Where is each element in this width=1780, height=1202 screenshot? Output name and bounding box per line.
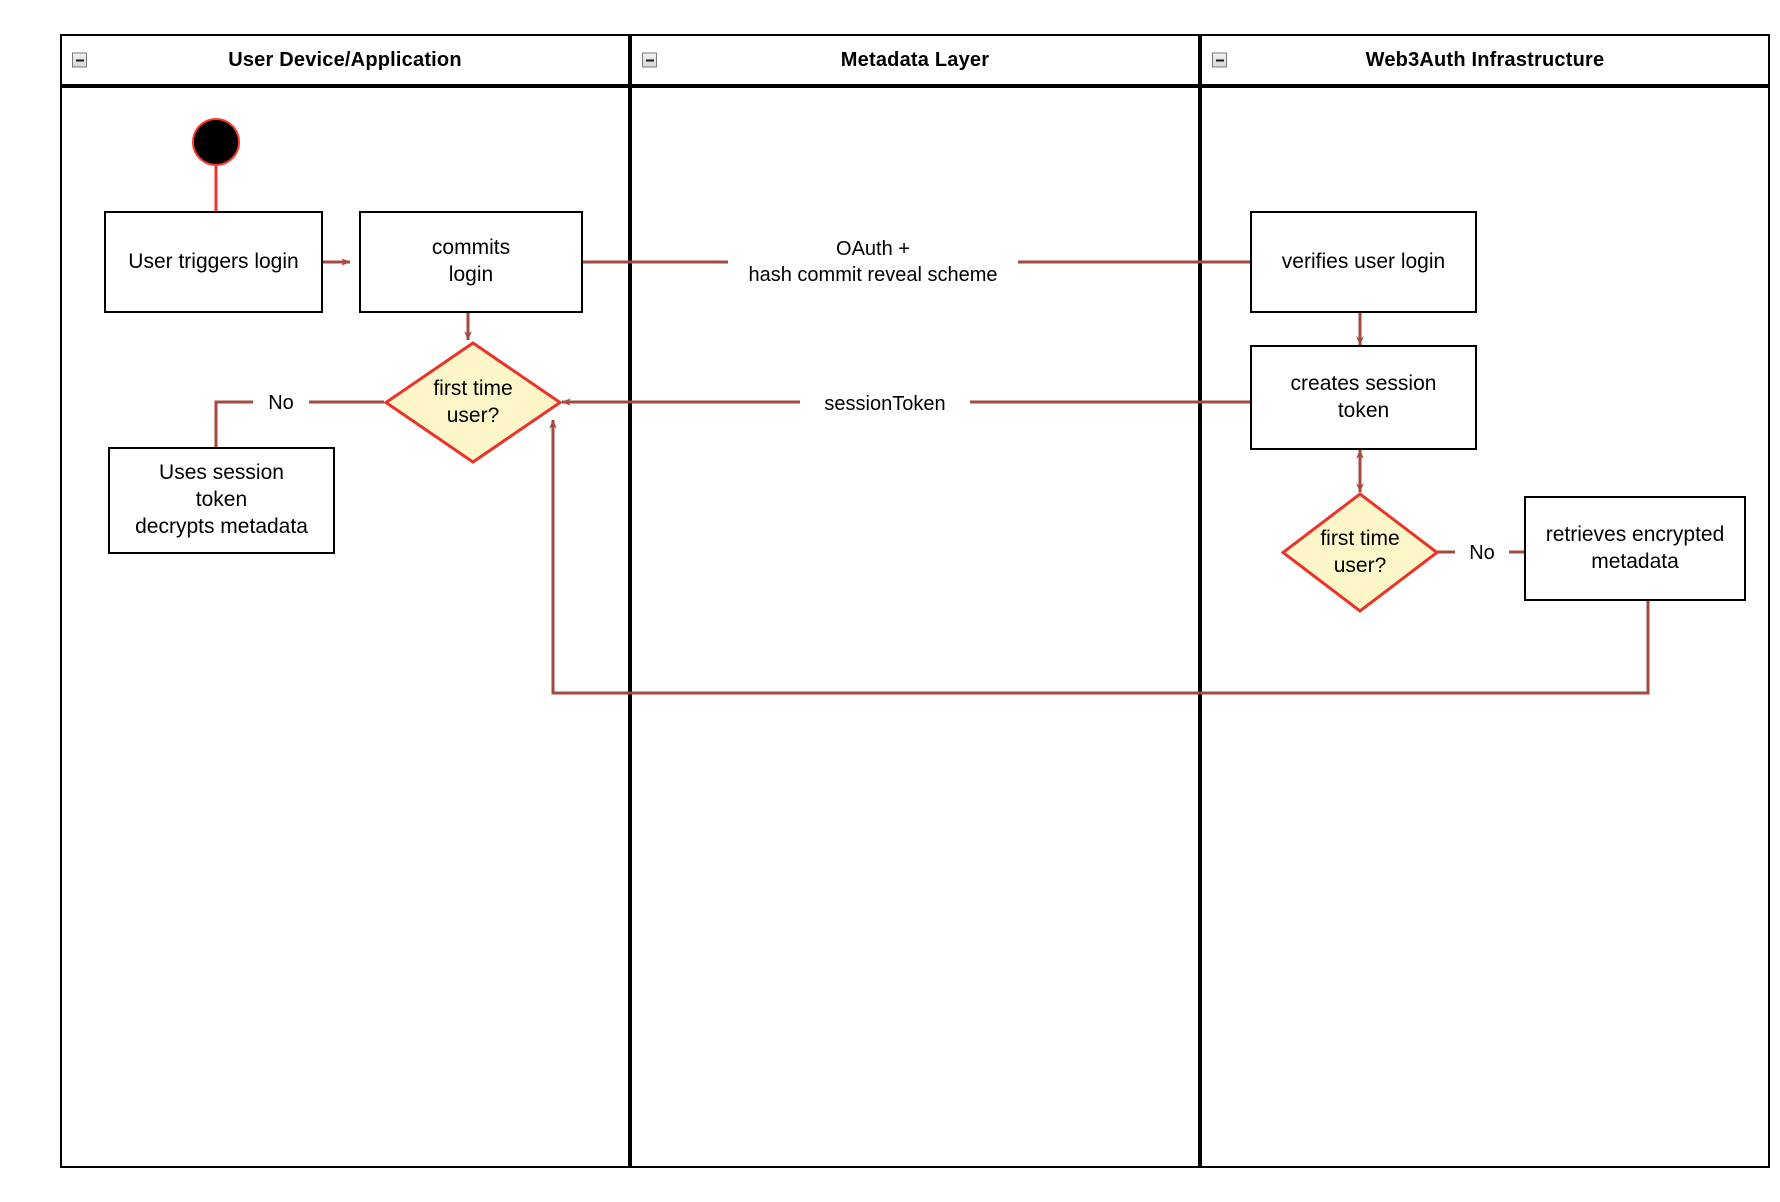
lane-title-metadata: Metadata Layer [840,48,990,71]
action-creates-session-token[interactable]: creates session token [1250,345,1477,450]
action-commits-login[interactable]: commits login [359,211,583,313]
action-label: retrieves encrypted metadata [1545,522,1725,573]
initial-node [192,118,240,166]
edge-label-no-right: No [1455,539,1509,567]
decision-first-time-user-right[interactable]: first time user? [1281,492,1439,613]
collapse-minus-icon[interactable] [642,52,657,68]
action-retrieves-encrypted-metadata[interactable]: retrieves encrypted metadata [1524,496,1746,601]
edge-label-oauth: OAuth + hash commit reveal scheme [728,232,1018,292]
action-label: verifies user login [1281,249,1446,273]
lane-title-user-device: User Device/Application [228,48,462,71]
action-verifies-user-login[interactable]: verifies user login [1250,211,1477,313]
lane-title-web3auth: Web3Auth Infrastructure [1365,48,1605,71]
action-label: Uses session token decrypts metadata [135,461,308,538]
action-uses-session-token[interactable]: Uses session token decrypts metadata [108,447,335,554]
action-user-triggers-login[interactable]: User triggers login [104,211,323,313]
action-label: User triggers login [128,249,299,273]
lane-header-metadata[interactable]: Metadata Layer [630,34,1200,86]
edge-label-session-token: sessionToken [800,391,970,417]
decision-first-time-user-left[interactable]: first time user? [384,341,562,464]
action-label: creates session token [1290,371,1437,422]
edge-label-no-left: No [253,389,309,417]
collapse-minus-icon[interactable] [1212,52,1227,68]
lane-header-web3auth[interactable]: Web3Auth Infrastructure [1200,34,1770,86]
collapse-minus-icon[interactable] [72,52,87,68]
action-label: commits login [431,236,511,286]
lane-header-user-device[interactable]: User Device/Application [60,34,630,86]
